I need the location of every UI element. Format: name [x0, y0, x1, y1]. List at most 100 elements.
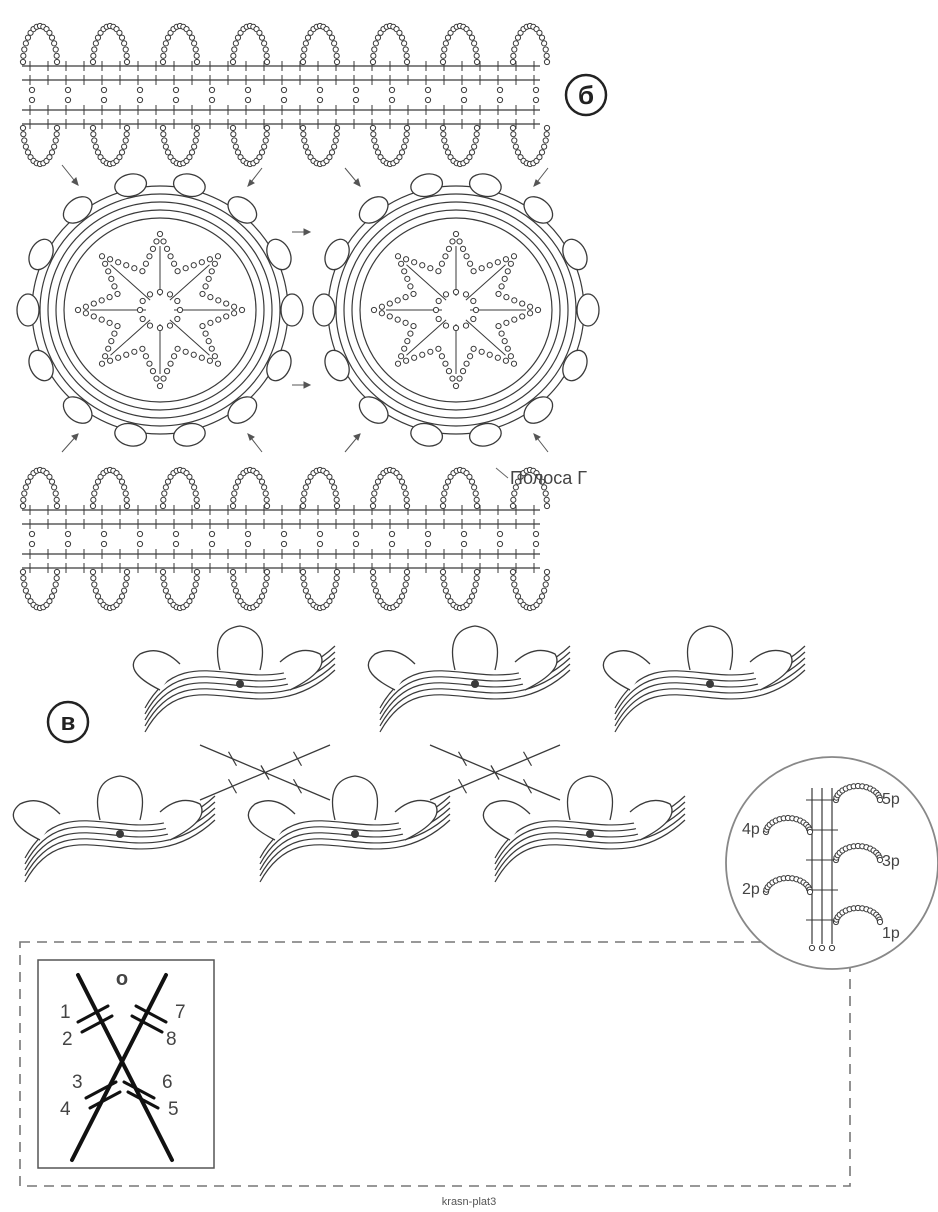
chain-stitch: [192, 490, 199, 497]
chain-stitch: [116, 598, 123, 605]
chain-stitch: [166, 322, 174, 329]
chain-stitch: [146, 291, 154, 298]
chain-stitch: [53, 131, 60, 138]
chain-stitch: [159, 124, 167, 132]
chain-stitch: [230, 131, 237, 138]
chain-stitch: [142, 353, 150, 360]
chain-stitch: [403, 496, 410, 503]
chain-stitch: [114, 290, 121, 298]
chain-stitch: [299, 502, 307, 510]
link-tick: [522, 778, 533, 794]
chain-stitch: [473, 568, 481, 576]
chain-stitch: [402, 490, 409, 497]
chain-stitch: [514, 593, 522, 600]
braid-band: [379, 663, 571, 727]
motif-spoke: [169, 319, 210, 356]
braid-center: [471, 680, 479, 688]
chain-stitch: [193, 131, 200, 138]
chain-stitch: [333, 502, 341, 510]
row-label-4: 4р: [742, 821, 760, 838]
chain-stitch: [300, 52, 307, 59]
chain-stitch: [199, 322, 206, 330]
chain-stitch: [511, 316, 518, 323]
chain-stitch: [452, 382, 460, 390]
chain-stitch: [468, 593, 476, 600]
chain-stitch: [304, 478, 312, 485]
chain-stitch: [468, 149, 476, 156]
legend-num-4: 4: [60, 1099, 71, 1120]
chain-stitch: [401, 143, 408, 150]
chain-stitch: [501, 275, 508, 282]
motif-petal: [468, 173, 502, 198]
chain-stitch: [396, 154, 403, 161]
chain-stitch: [441, 490, 448, 497]
chain-stitch: [46, 154, 53, 161]
motif-ring: [335, 193, 577, 427]
chain-stitch: [146, 360, 153, 367]
chain-stitch: [440, 575, 447, 582]
motif-petal: [468, 422, 502, 447]
chain-stitch: [532, 96, 540, 104]
chain-stitch: [160, 238, 167, 245]
chain-stitch: [302, 40, 309, 47]
chain-stitch: [463, 253, 470, 260]
chain-stitch: [424, 540, 432, 548]
chain-stitch: [403, 502, 411, 510]
motif-spoke: [406, 319, 447, 356]
link-tick: [457, 751, 468, 767]
chain-stitch: [542, 581, 549, 588]
chain-stitch: [64, 86, 72, 94]
chain-stitch: [542, 490, 549, 497]
chain-stitch: [514, 149, 522, 156]
chain-stitch: [326, 598, 333, 605]
chain-stitch: [191, 587, 198, 594]
chain-stitch: [156, 382, 164, 390]
chain-stitch: [123, 52, 130, 59]
chain-stitch: [114, 322, 121, 330]
chain-stitch: [174, 315, 181, 323]
chain-stitch: [439, 124, 447, 132]
chain-stitch: [22, 484, 29, 491]
chain-stitch: [161, 581, 168, 588]
chain-stitch: [374, 593, 382, 600]
chain-stitch: [211, 260, 218, 267]
braid-band: [614, 663, 806, 727]
chain-stitch: [53, 496, 60, 503]
chain-stitch: [28, 540, 36, 548]
chain-stitch: [460, 96, 468, 104]
row-label-2: 2р: [742, 881, 760, 898]
chain-stitch: [818, 944, 826, 952]
chain-stitch: [106, 357, 114, 364]
chain-stitch: [462, 322, 470, 329]
chain-stitch: [258, 149, 266, 156]
chain-stitch: [146, 253, 153, 260]
braid-center: [706, 680, 714, 688]
chain-stitch: [20, 496, 27, 503]
chain-stitch: [231, 490, 238, 497]
chain-stitch: [388, 540, 396, 548]
chain-stitch: [543, 575, 550, 582]
chain-stitch: [541, 40, 548, 47]
chain-stitch: [262, 137, 269, 144]
chain-stitch: [495, 322, 502, 330]
chain-stitch: [496, 96, 504, 104]
legend-num-1: 1: [60, 1002, 71, 1023]
chain-stitch: [372, 484, 379, 491]
chain-stitch: [146, 322, 154, 329]
chain-stitch: [403, 58, 411, 66]
chain-stitch: [193, 502, 201, 510]
chain-stitch: [28, 96, 36, 104]
chain-stitch: [371, 581, 378, 588]
chain-stitch: [511, 490, 518, 497]
chain-stitch: [234, 34, 242, 41]
chain-stitch: [206, 256, 214, 263]
chain-stitch: [478, 348, 485, 355]
chain-stitch: [102, 260, 109, 267]
chain-stitch: [463, 360, 470, 367]
chain-stitch: [174, 297, 181, 305]
chain-stitch: [261, 143, 268, 150]
chain-stitch: [328, 593, 336, 600]
chain-stitch: [123, 58, 131, 66]
chain-stitch: [507, 260, 514, 267]
chain-stitch: [256, 473, 263, 480]
